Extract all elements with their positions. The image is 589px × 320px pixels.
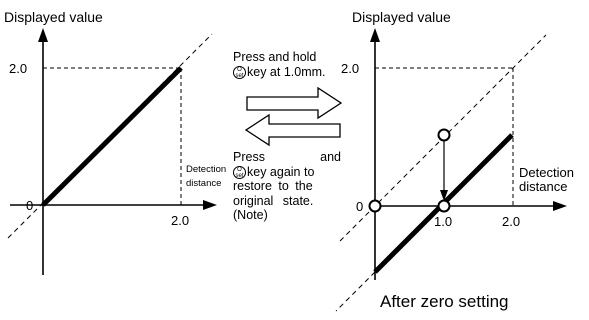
left-y-tick-2: 2.0 <box>9 61 27 76</box>
left-y-axis-label: Displayed value <box>4 9 103 25</box>
right-x-tick-1: 1.0 <box>434 214 452 229</box>
press-hold-line-1: Press and hold <box>233 50 317 64</box>
right-graph: Displayed value 2.0 0 1.0 2.0 Detection … <box>335 9 574 312</box>
forward-arrow <box>246 86 343 120</box>
left-x-axis-label-2: distance <box>186 178 221 189</box>
restore-line-4: original state. <box>233 193 314 208</box>
left-origin-label: 0 <box>26 198 33 213</box>
left-y-axis-arrowhead <box>38 28 48 42</box>
left-x-axis-label-1: Detection <box>186 164 226 175</box>
right-y-axis-label: Displayed value <box>352 9 451 25</box>
press-hold-key-text: key at 1.0mm. <box>247 64 326 79</box>
original-point-marker <box>437 128 451 142</box>
left-x-axis-arrowhead <box>203 200 217 210</box>
new-zero-point-marker <box>437 199 451 213</box>
restore-line-5: (Note) <box>233 208 268 222</box>
left-x-tick-2: 2.0 <box>171 213 189 228</box>
restore-line-3: restore to the <box>233 179 313 193</box>
right-y-axis-arrowhead <box>370 28 380 42</box>
right-x-axis-label-2: distance <box>519 179 567 194</box>
right-x-tick-2: 2.0 <box>502 214 520 229</box>
right-y-tick-2: 2.0 <box>341 61 359 76</box>
right-x-axis-label-1: Detection <box>519 165 574 180</box>
right-x-axis-arrowhead <box>553 201 567 211</box>
left-graph: Displayed value 2.0 0 2.0 Detection dist… <box>4 9 226 275</box>
shift-arrow-head <box>440 190 448 201</box>
backward-arrow <box>244 113 341 147</box>
right-graph-caption: After zero setting <box>380 292 509 311</box>
origin-marker <box>368 199 382 213</box>
right-origin-label: 0 <box>356 199 363 214</box>
right-lower-extension <box>335 271 376 312</box>
left-characteristic-line <box>41 66 183 207</box>
